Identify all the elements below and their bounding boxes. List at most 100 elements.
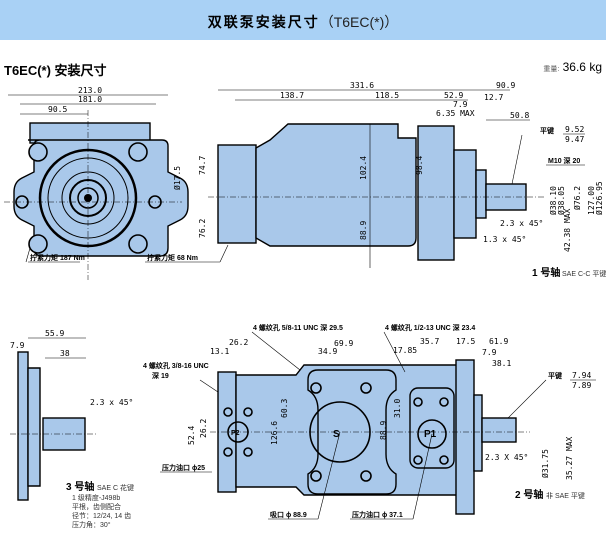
side-housing	[255, 123, 417, 247]
p1-bolt-tl	[413, 397, 423, 407]
dim-61-9: 61.9	[489, 337, 508, 346]
dim-98-4: 98.4	[415, 156, 424, 175]
thread-label-left: 4 螺纹孔 3/8-16 UNC	[143, 361, 209, 370]
outlet-small-label: 压力油口 ϕ25	[162, 463, 205, 472]
key-label-2: 平键	[548, 371, 562, 380]
side-pilot	[475, 169, 487, 219]
shaft-3-note-4: 压力角：30°	[72, 520, 111, 529]
shaft-2-desc: 非 SAE 平键	[546, 491, 585, 500]
torque-label-side: 拧紧力矩 68 Nm	[147, 253, 198, 262]
shaft-3-detail: 55.9 7.9 38 2.3 x 45° 3 号轴 SAE C 花键 1 级精…	[10, 329, 134, 529]
dim-shaft1-dia-b: Ø38.05	[556, 186, 566, 215]
p1-bolt-bl	[413, 455, 423, 465]
weight-readout: 重量: 36.6 kg	[543, 60, 602, 74]
dim-118-5: 118.5	[375, 91, 399, 100]
shaft3-pilot	[27, 367, 41, 487]
weight-value: 36.6 kg	[562, 60, 602, 74]
bolt-hole-tl	[28, 142, 48, 162]
key-dim-bottom-2: 7.89	[572, 381, 591, 390]
dim-55-9: 55.9	[45, 329, 64, 338]
torque-leader-side	[219, 244, 229, 263]
dim-213: 213.0	[78, 86, 102, 95]
key-leader-2	[507, 379, 547, 419]
top-pilot	[473, 394, 483, 472]
thread-label-right: 4 螺纹孔 1/2-13 UNC 深 23.4	[385, 323, 475, 332]
shaft-1-name: 1 号轴	[532, 266, 560, 279]
dim-pilot-dia: Ø76.2	[572, 186, 582, 210]
dim-69-9: 69.9	[334, 339, 353, 348]
port-p1	[417, 419, 447, 449]
dim-12-7: 12.7	[484, 93, 503, 102]
dim-7-9-s3: 7.9	[10, 341, 25, 350]
p1-flange-outline	[409, 387, 455, 469]
shaft-3-note-1: 1 级精度-J498b	[72, 493, 120, 502]
p2-bolt-bl	[223, 447, 233, 457]
front-view: 213.0 181.0 90.5 Ø17.5 74.7 76.2 拧紧力矩 18…	[4, 86, 207, 280]
side-front-section	[417, 125, 455, 261]
shaft-3-note-3: 径节：12/24, 14 齿	[72, 511, 131, 520]
dim-chamfer-2: 2.3 X 45°	[485, 453, 528, 462]
top-view: S P1 P2 4 螺纹孔 3/8-16 UNC 深 19 4 螺纹孔 5/8-…	[143, 323, 530, 520]
key-label-1: 平键	[540, 126, 554, 135]
front-housing	[13, 139, 189, 257]
p2-bolt-br	[243, 447, 253, 457]
shaft-2-detail: 平键 7.94 7.89 2.3 X 45° Ø31.75 35.27 MAX …	[485, 371, 596, 501]
dim-chamfer-1: 2.3 x 45°	[500, 219, 543, 228]
dim-90-5: 90.5	[48, 105, 67, 114]
inlet-bolt-br	[360, 470, 372, 482]
bolt-hole-tr	[128, 142, 148, 162]
dim-90-9: 90.9	[496, 81, 515, 90]
inlet-flange-outline	[307, 369, 397, 495]
shaft-3-name: 3 号轴	[66, 480, 94, 493]
thread-leader-mid	[251, 331, 301, 371]
thread-leader-right	[383, 331, 406, 373]
shaft3-flange	[17, 351, 29, 501]
dim-102-4: 102.4	[359, 156, 368, 180]
p1-bolt-tr	[439, 397, 449, 407]
dim-88-9: 88.9	[359, 221, 368, 240]
dim-hole-dia: Ø17.5	[172, 166, 182, 190]
key-leader-1	[511, 134, 523, 185]
dim-42-38-max: 42.38 MAX	[563, 208, 572, 252]
dim-74-7: 74.7	[198, 156, 207, 175]
dim-126-6: 126.6	[270, 421, 279, 445]
title-model: （T6EC(*)）	[319, 14, 399, 30]
dim-88-9-top: 88.9	[379, 421, 388, 440]
dim-126-95: Ø126.95	[594, 181, 604, 215]
shaft-1-detail: 平键 9.52 9.47 M10 深 20 Ø38.10 Ø38.05 Ø76.…	[483, 125, 606, 279]
dim-17-85: 17.85	[393, 346, 417, 355]
weight-label: 重量:	[543, 66, 560, 73]
dim-76-2: 76.2	[198, 219, 207, 238]
p2-bolt-tl	[223, 407, 233, 417]
dim-52-9: 52.9	[444, 91, 463, 100]
shaft-2-name: 2 号轴	[515, 488, 543, 501]
top-mount-flange	[455, 359, 475, 515]
dim-26-2-v: 26.2	[199, 419, 208, 438]
shaft-3-note-2: 平根，齿侧配合	[72, 502, 121, 511]
outlet-large-leader	[412, 433, 433, 520]
title-banner: 双联泵安装尺寸（T6EC(*)）	[0, 0, 606, 40]
dim-34-9: 34.9	[318, 347, 337, 356]
bolt-hole-br	[128, 234, 148, 254]
key-dim-top-2: 7.94	[572, 371, 591, 380]
inlet-bolt-tl	[310, 382, 322, 394]
dim-31-0: 31.0	[393, 399, 402, 418]
dim-60-3: 60.3	[280, 399, 289, 418]
key-dim-top-1: 9.52	[565, 125, 584, 134]
thread-leader-left	[199, 379, 219, 393]
dim-13-1: 13.1	[210, 347, 229, 356]
page-title: 双联泵安装尺寸（T6EC(*)）	[0, 12, 606, 32]
title-cn: 双联泵安装尺寸	[207, 14, 320, 30]
port-s-label: S	[333, 429, 340, 440]
inlet-bolt-tr	[360, 382, 372, 394]
port-p2-label: P2	[231, 430, 240, 437]
thread-label-mid: 4 螺纹孔 5/8-11 UNC 深 29.5	[253, 323, 343, 332]
dim-17-5: 17.5	[456, 337, 475, 346]
dim-181: 181.0	[78, 95, 102, 104]
dim-35-7: 35.7	[420, 337, 439, 346]
dim-31-75: Ø31.75	[540, 449, 550, 478]
shaft-1-desc: SAE C-C 平键	[562, 269, 606, 278]
shaft-3-desc: SAE C 花键	[97, 483, 134, 492]
torque-label-front: 拧紧力矩 187 Nm	[30, 253, 85, 262]
